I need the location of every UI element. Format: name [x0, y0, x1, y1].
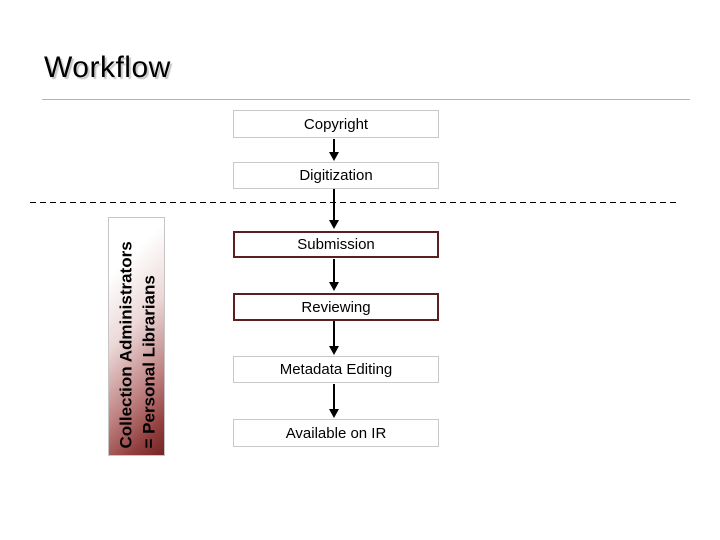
down-arrowhead-icon: [329, 152, 339, 161]
collection-administrators-banner: Collection Administrators = Personal Lib…: [108, 217, 165, 456]
title-underline: [42, 99, 690, 100]
flow-step-label: Submission: [297, 236, 375, 253]
down-arrowhead-icon: [329, 346, 339, 355]
flow-step-digitization: Digitization: [233, 162, 439, 189]
banner-line-2: = Personal Librarians: [138, 274, 158, 448]
flow-step-label: Metadata Editing: [279, 361, 393, 378]
banner-rotated-text: Collection Administrators = Personal Lib…: [108, 217, 165, 456]
down-arrowhead-icon: [329, 282, 339, 291]
flow-step-copyright: Copyright: [233, 110, 439, 138]
flow-step-available-on-ir: Available on IR: [233, 419, 439, 447]
flow-step-label: Available on IR: [285, 424, 387, 442]
flow-step-label: Copyright: [303, 115, 369, 133]
separator-dashed-line: [30, 202, 680, 203]
flow-step-label: Reviewing: [301, 298, 371, 316]
flow-step-metadata-editing: Metadata Editing: [233, 356, 439, 383]
banner-line-1: Collection Administrators: [115, 240, 135, 448]
slide-title: Workflow: [44, 51, 171, 84]
flow-step-label: Digitization: [299, 167, 373, 184]
down-arrowhead-icon: [329, 409, 339, 418]
flow-step-reviewing: Reviewing: [233, 293, 439, 321]
flow-step-submission: Submission: [233, 231, 439, 258]
down-arrowhead-icon: [329, 220, 339, 229]
